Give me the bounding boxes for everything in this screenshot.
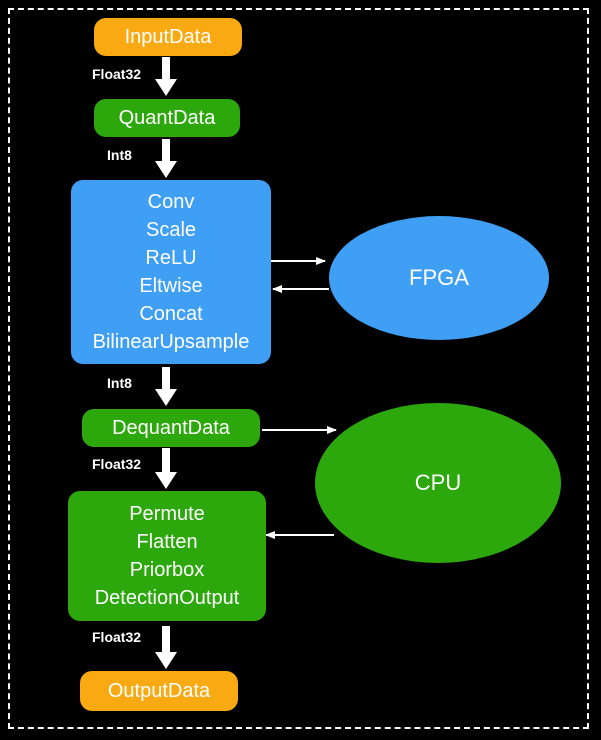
input-data-label: InputData [124, 25, 212, 48]
cpu-node: CPU [315, 403, 561, 563]
fpga-op-concat: Concat [139, 303, 203, 325]
flow-arrow-fpga-block-dequant [155, 367, 177, 406]
input-data-node: InputData [94, 18, 242, 56]
dequant-data-node: DequantData [82, 409, 260, 447]
edge-label-float32-top: Float32 [92, 66, 142, 82]
edge-label-float32-middle: Float32 [92, 456, 142, 472]
edge-label-int8-top: Int8 [107, 147, 132, 163]
cpu-op-flatten: Flatten [136, 531, 198, 553]
quant-data-node: QuantData [94, 99, 240, 137]
cpu-label: CPU [414, 470, 462, 495]
fpga-op-scale: Scale [145, 219, 197, 241]
flow-arrow-cpu-block-output [155, 626, 177, 669]
fpga-op-relu: ReLU [145, 247, 197, 269]
fpga-op-bilinearupsample: BilinearUpsample [92, 331, 250, 353]
fpga-op-eltwise: Eltwise [139, 275, 203, 297]
fpga-label: FPGA [409, 265, 469, 290]
output-data-label: OutputData [107, 679, 211, 702]
quant-data-label: QuantData [118, 106, 216, 129]
dequant-data-label: DequantData [112, 416, 230, 439]
cpu-op-detectionoutput: DetectionOutput [94, 587, 240, 609]
fpga-node: FPGA [329, 216, 549, 340]
edge-label-float32-bottom: Float32 [92, 629, 142, 645]
edge-label-int8-bottom: Int8 [107, 375, 132, 391]
flow-arrow-dequant-cpu-block [155, 448, 177, 489]
fpga-ops-block: Conv Scale ReLU Eltwise Concat BilinearU… [71, 180, 271, 364]
flow-arrow-input-quant [155, 57, 177, 96]
flow-arrow-quant-fpga-block [155, 139, 177, 178]
cpu-op-permute: Permute [129, 503, 205, 525]
fpga-op-conv: Conv [147, 191, 195, 213]
cpu-ops-block: Permute Flatten Priorbox DetectionOutput [68, 491, 266, 621]
output-data-node: OutputData [80, 671, 238, 711]
diagram-frame [8, 8, 589, 729]
cpu-op-priorbox: Priorbox [129, 559, 205, 581]
